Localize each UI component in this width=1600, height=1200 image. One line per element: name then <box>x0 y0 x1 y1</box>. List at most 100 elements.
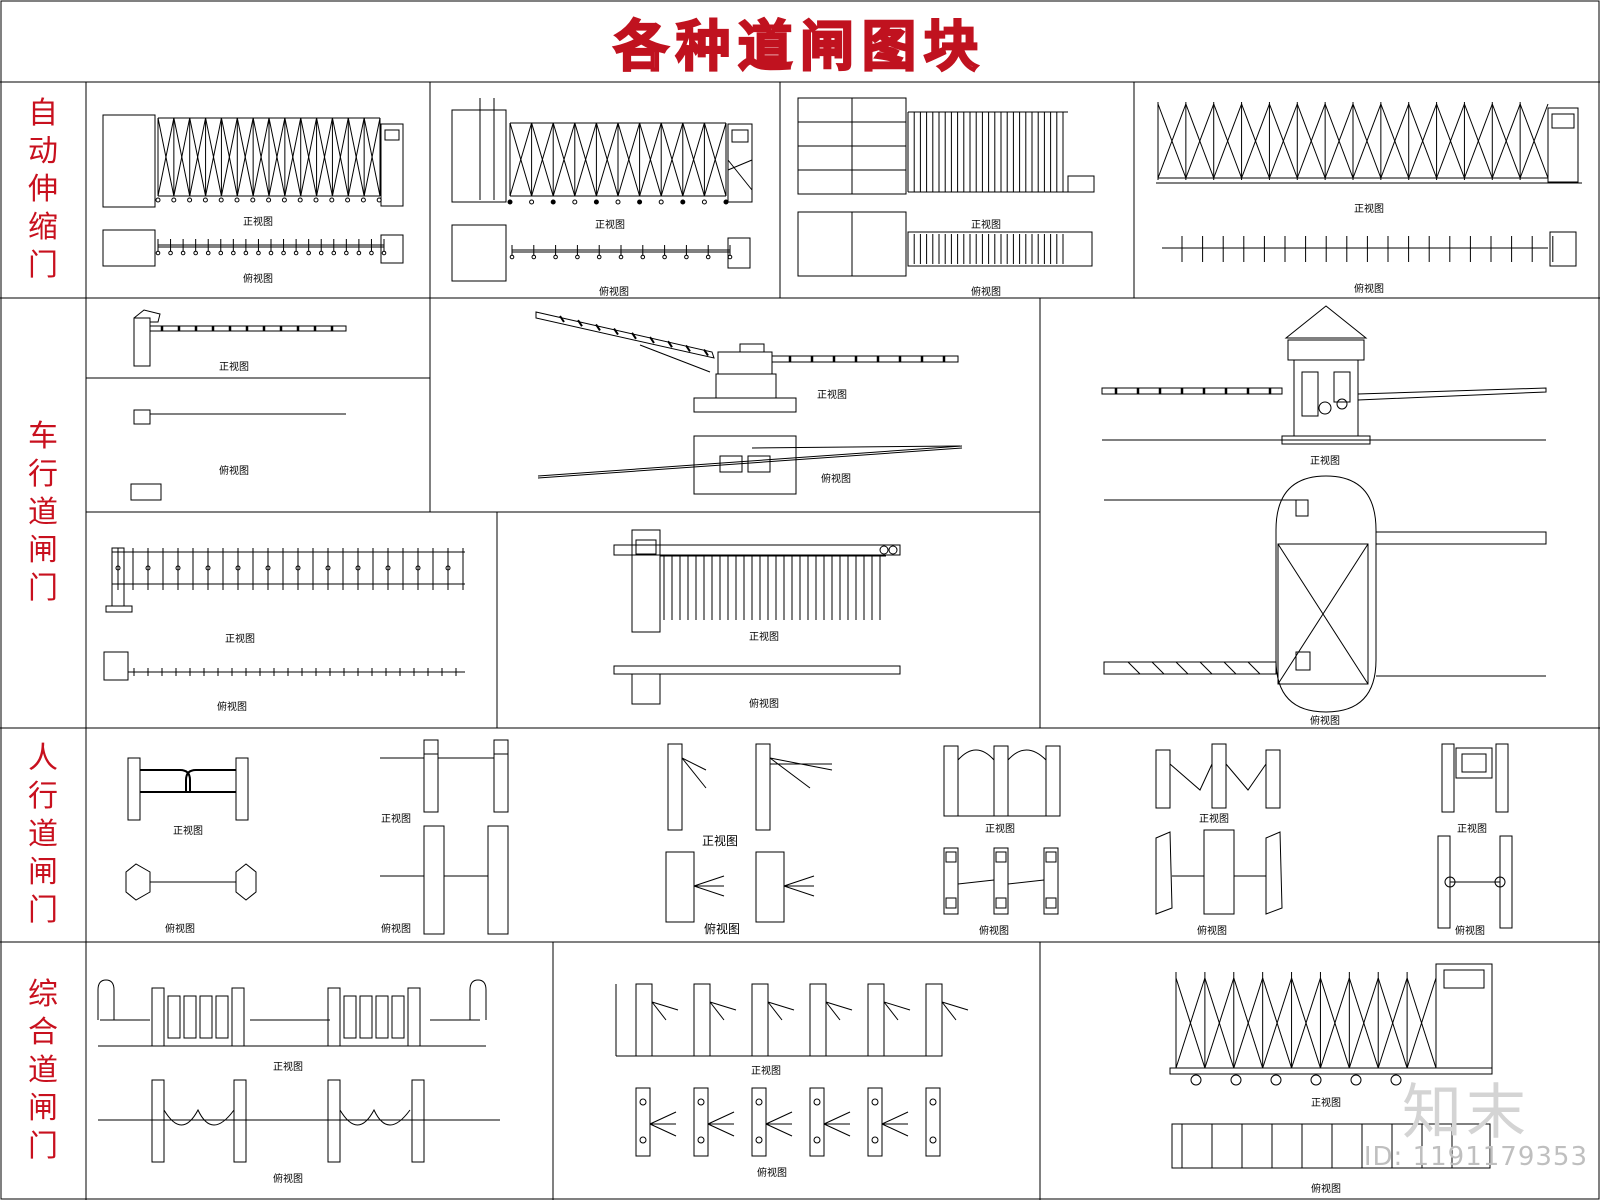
combo-wheel <box>1190 1074 1202 1086</box>
rot-cabinet <box>1441 743 1455 813</box>
view-label-front: 正视图 <box>595 220 625 231</box>
scissor-bar <box>1319 977 1350 1069</box>
rail-knob <box>331 250 337 256</box>
arm-stripe <box>577 319 583 327</box>
arm-gate-bar <box>709 1001 737 1011</box>
arm-gate-cabinet <box>925 983 943 1057</box>
swing-arm-right <box>185 769 236 793</box>
rail-knob <box>705 254 711 260</box>
rail-knob <box>369 250 374 256</box>
rail-knob <box>553 254 558 260</box>
roll-top-bar <box>613 544 901 556</box>
tripod-arm <box>769 757 811 789</box>
arm-gate-bar <box>767 1001 795 1011</box>
arm-hatch <box>1223 661 1237 675</box>
combo-door <box>167 995 181 1039</box>
scissor-bar <box>660 122 684 197</box>
roll-cabinet-top <box>631 673 661 705</box>
rail-knob <box>243 250 249 256</box>
rail-knob <box>575 254 580 260</box>
combo-top-cabinet <box>233 1079 247 1163</box>
view-label-front: 正视图 <box>1199 814 1229 825</box>
arm-gate-cabinet <box>809 983 827 1057</box>
tripod-top-arm <box>783 875 815 887</box>
arm-hatch <box>1175 661 1189 675</box>
scissor-bar <box>220 117 238 197</box>
wheel <box>187 197 193 203</box>
arm-hatch <box>1199 661 1213 675</box>
arm-gate-knob <box>929 1098 937 1106</box>
scissor-bar <box>1175 977 1206 1069</box>
rail-knob <box>268 250 274 256</box>
speed-wing <box>1225 763 1267 791</box>
combo-post <box>469 979 487 1020</box>
wheel <box>281 197 287 203</box>
arm-gate-knob <box>755 1098 763 1106</box>
tripod-top-cabinet <box>755 851 785 923</box>
scissor-bar <box>1406 977 1437 1069</box>
fence-knob <box>355 565 361 571</box>
combo-door <box>199 995 213 1039</box>
motor-housing <box>727 237 751 269</box>
arm-gate-knob <box>813 1136 821 1144</box>
rot-head-inner <box>1461 753 1487 773</box>
rail-knob <box>640 254 646 260</box>
booth-roof <box>1284 305 1368 339</box>
fence-cabinet <box>103 651 129 681</box>
combo-top-flap <box>339 1108 411 1126</box>
speed-top-mid <box>1203 829 1235 915</box>
tripod-top-arm <box>693 885 725 897</box>
flap-wing <box>1007 749 1047 761</box>
rail-knob <box>281 250 286 256</box>
view-label-front: 正视图 <box>817 390 847 401</box>
scissor-bar <box>189 117 207 197</box>
flap-top-panel <box>995 851 1007 863</box>
wheel <box>155 197 161 203</box>
barrier-head <box>133 309 161 323</box>
view-label-top: 俯视图 <box>1310 716 1340 727</box>
arm-gate-top-bar <box>765 1111 793 1125</box>
view-label-top: 俯视图 <box>165 924 195 935</box>
scissor-bar <box>252 117 270 197</box>
view-label-top: 俯视图 <box>1311 1184 1341 1195</box>
wheel <box>234 197 240 203</box>
cabinet-top <box>130 483 162 501</box>
combo-wheel <box>1390 1074 1402 1086</box>
view-label-front: 正视图 <box>701 834 739 848</box>
fence-knob <box>175 565 181 571</box>
arm-gate-top <box>809 1087 825 1157</box>
rail-knob <box>193 250 198 256</box>
rot-top-post <box>1437 835 1451 929</box>
arm-gate-top-bar <box>881 1111 909 1125</box>
arm-hatch <box>1247 661 1261 675</box>
barrier-cabinet <box>133 317 151 367</box>
wheel <box>297 197 303 203</box>
tripod-cabinet <box>667 743 683 831</box>
swing-top-post <box>235 863 257 901</box>
scissor-bar <box>1185 103 1215 179</box>
scissor-bar <box>284 117 302 197</box>
booth-gate-drive <box>1336 398 1348 410</box>
arm-gate-bar <box>883 1001 911 1011</box>
view-label-front: 正视图 <box>1354 204 1384 215</box>
scissor-bar <box>1233 977 1264 1069</box>
hatch <box>727 159 753 171</box>
view-label-top: 俯视图 <box>217 702 247 713</box>
view-label-front: 正视图 <box>1310 456 1340 467</box>
view-label-top: 俯视图 <box>219 466 249 477</box>
combo-top-rail <box>1171 1123 1491 1169</box>
arm-gate-bar <box>767 1001 783 1021</box>
flap-top-panel <box>995 897 1007 909</box>
arm-stripe <box>667 340 673 348</box>
scissor-bar <box>617 122 641 197</box>
wheel <box>550 199 556 205</box>
fence-knob <box>265 565 271 571</box>
scissor-bar <box>1262 977 1293 1069</box>
scissor-bar <box>268 117 286 197</box>
arm-gate-bar <box>709 1001 725 1021</box>
rot-head <box>1455 747 1493 779</box>
arm-gate-top <box>751 1087 767 1157</box>
hatch <box>727 159 753 191</box>
